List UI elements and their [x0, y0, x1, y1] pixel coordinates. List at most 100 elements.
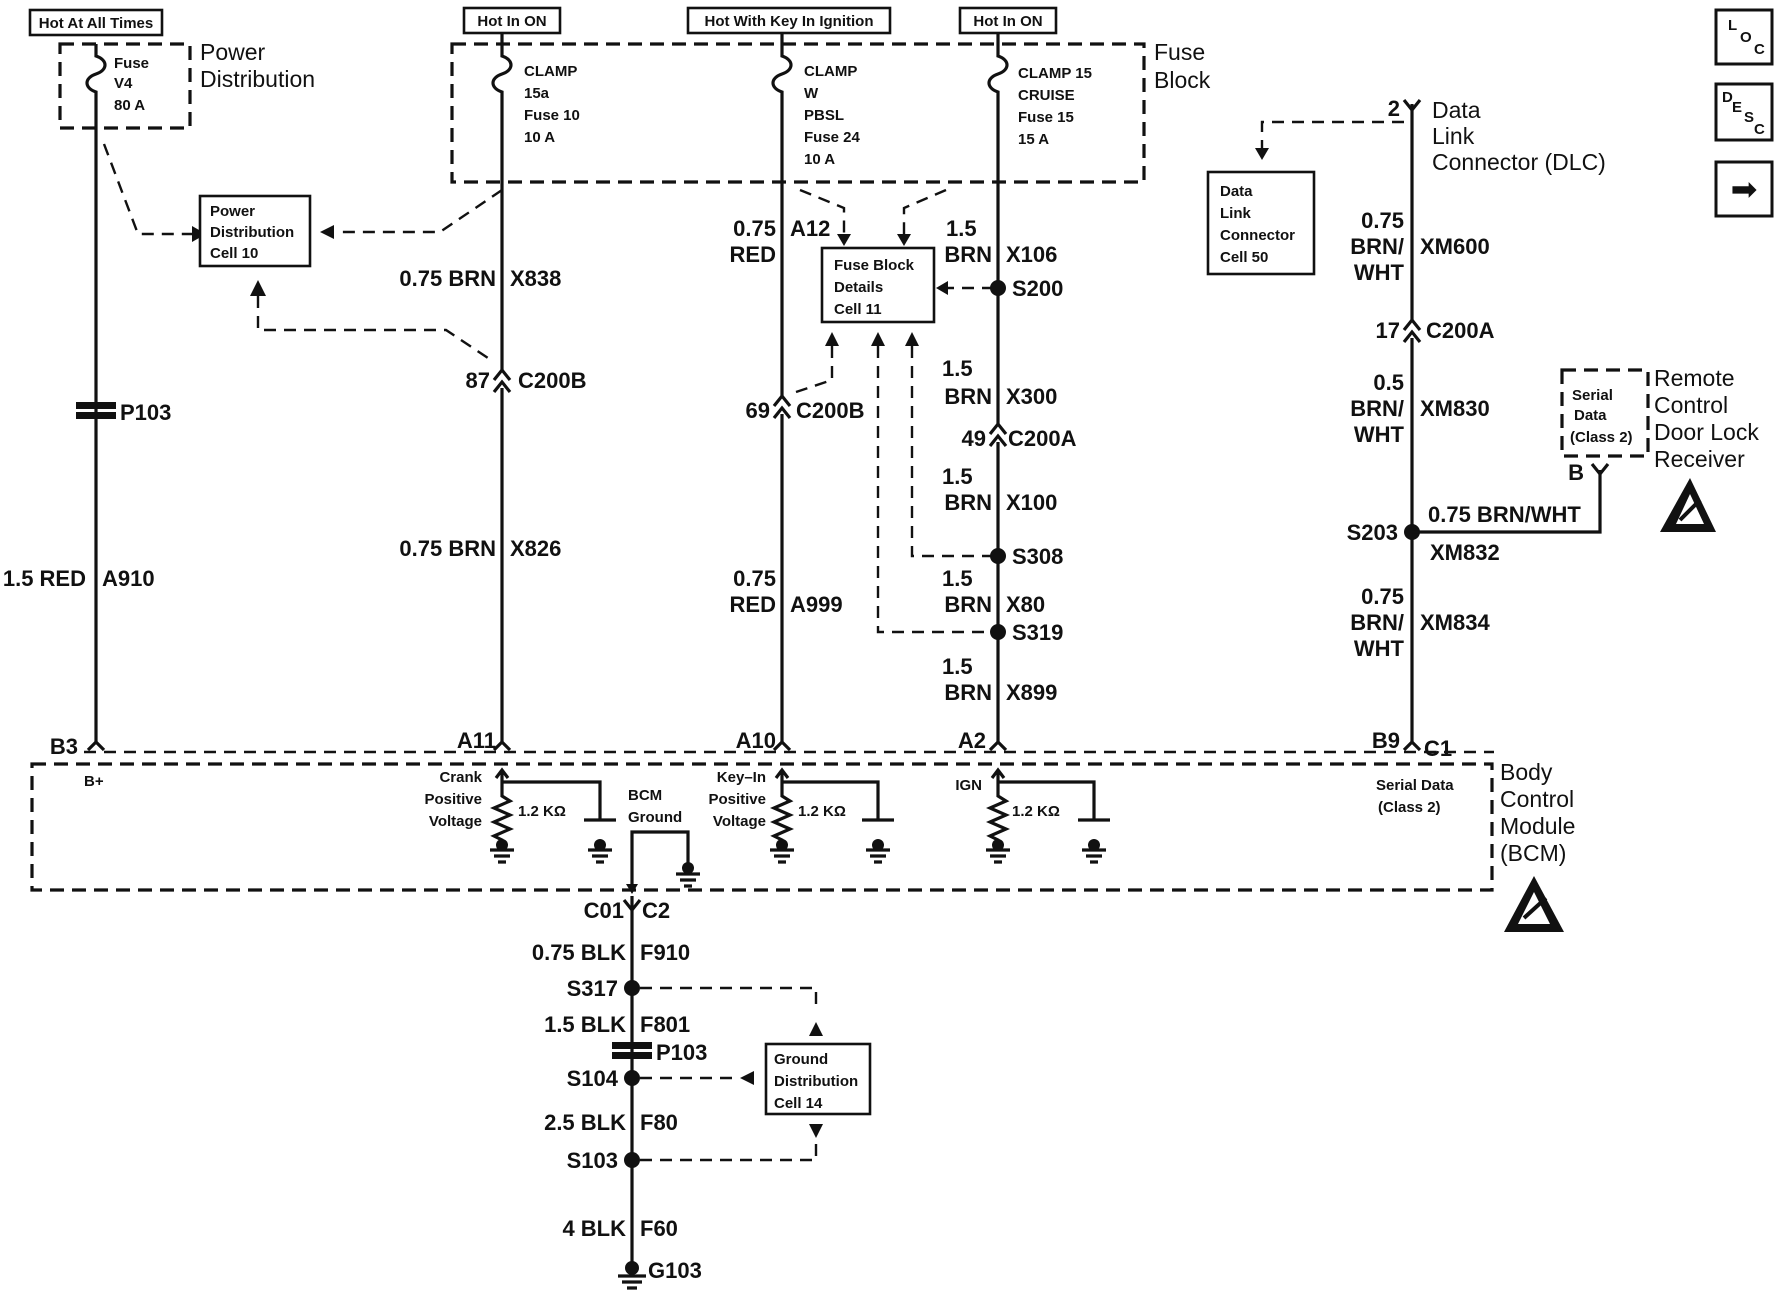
- ground-w4-circ: F60: [640, 1216, 678, 1241]
- next-arrow-icon: ➡: [1731, 171, 1758, 207]
- wire3-lower-circ: A999: [790, 592, 843, 617]
- rcdlr-title-2: Control: [1654, 392, 1728, 418]
- ground-w4: 4 BLK: [562, 1216, 626, 1241]
- dlc-conn-num: 17: [1376, 318, 1400, 343]
- dlc-cell50: Data Link Connector Cell 50: [1206, 170, 1316, 276]
- dash-s319-to-cell11: [876, 346, 994, 634]
- wire3-lower-size: 0.75: [733, 566, 776, 591]
- loc-button[interactable]: L O C: [1714, 8, 1774, 66]
- crank-input-circuit: [490, 767, 616, 864]
- wire4-s2-size: 1.5: [942, 356, 973, 381]
- wire-a12-a999: [771, 34, 793, 744]
- pin-a10-caret: [772, 739, 792, 752]
- bcm-title-2: Control: [1500, 786, 1574, 812]
- wire4-s1-circ: X106: [1006, 242, 1057, 267]
- ground-pin-c2: C2: [642, 898, 670, 923]
- fuse10-l4: 10 A: [524, 129, 555, 146]
- header-hot-with-key-text: Hot With Key In Ignition: [704, 13, 873, 30]
- wire3-lower-color: RED: [730, 592, 776, 617]
- wire2-conn-num: 87: [466, 368, 490, 393]
- header-hot-at-all-times-text: Hot At All Times: [39, 15, 153, 32]
- wire2-upper-circ: X838: [510, 266, 561, 291]
- cell50-l2: Link: [1220, 205, 1251, 222]
- wire2-lower-circ: X826: [510, 536, 561, 561]
- cell14-l2: Distribution: [774, 1073, 858, 1090]
- p103-label-1: P103: [120, 400, 171, 425]
- wire1-circuit: A910: [102, 566, 155, 591]
- c200b-connector-1: [492, 367, 512, 393]
- fuse-block-title-1: Fuse: [1154, 39, 1205, 65]
- ground-w1: 0.75 BLK: [532, 940, 626, 965]
- wire4-s2-color: BRN: [944, 384, 992, 409]
- dlc-conn: C200A: [1426, 318, 1495, 343]
- dlc-title-1: Data: [1432, 97, 1481, 123]
- ground-symbol-g103: [618, 1261, 646, 1290]
- p103-connector-1: [76, 402, 116, 419]
- ign-term: IGN: [955, 777, 982, 794]
- dlc-s3-circ: XM834: [1420, 610, 1490, 635]
- splice-s103: [624, 1152, 640, 1168]
- arrow-fb-cell10: [320, 225, 334, 239]
- fuse10-l2: 15a: [524, 85, 550, 102]
- fuse-v4-l2: V4: [114, 75, 133, 92]
- cell11-l2: Details: [834, 279, 883, 296]
- header-hot-in-on-2-text: Hot In ON: [973, 13, 1042, 30]
- wire3-pin: A10: [736, 728, 776, 753]
- rcdlr-title-1: Remote: [1654, 365, 1735, 391]
- dlc-pin-c1: C1: [1424, 736, 1452, 761]
- bcm-title-1: Body: [1500, 759, 1553, 785]
- desc-s: S: [1744, 109, 1754, 126]
- dlc-term-l1: Serial Data: [1376, 777, 1454, 794]
- ground-splice1: S317: [567, 976, 618, 1001]
- splice-s200: [990, 280, 1006, 296]
- pin-b3-caret: [86, 739, 106, 752]
- ign-res: 1.2 KΩ: [1012, 803, 1060, 820]
- crank-term-l2: Positive: [424, 791, 482, 808]
- cell50-l3: Connector: [1220, 227, 1295, 244]
- wire4-s3-color: BRN: [944, 490, 992, 515]
- splice-s319: [990, 624, 1006, 640]
- cell50-l4: Cell 50: [1220, 249, 1268, 266]
- loc-c: C: [1754, 41, 1765, 58]
- dlc-pin-symbol: [1402, 99, 1422, 113]
- dash-pd-to-cell10: [102, 143, 192, 236]
- header-hot-at-all-times: Hot At All Times: [28, 8, 164, 37]
- wire4-s5-size: 1.5: [942, 654, 973, 679]
- rcdlr-inner-l1: Serial: [1572, 387, 1613, 404]
- fuse24-l3: PBSL: [804, 107, 844, 124]
- dlc-splice: S203: [1347, 520, 1398, 545]
- dlc-s2-circ: XM830: [1420, 396, 1490, 421]
- cell50-l1: Data: [1220, 183, 1253, 200]
- desc-button[interactable]: D E S C: [1714, 82, 1774, 142]
- arrow-cell14-b: [740, 1071, 754, 1085]
- rcdlr-inner-l3: (Class 2): [1570, 429, 1633, 446]
- next-button[interactable]: ➡: [1714, 160, 1774, 218]
- p103-connector-2: [612, 1042, 652, 1059]
- ground-w3-circ: F80: [640, 1110, 678, 1135]
- ground-pin-symbol: [622, 899, 642, 913]
- power-distribution-title-1: Power: [200, 39, 266, 65]
- c200a-connector-2: [1402, 317, 1422, 343]
- wire4-splice1: S200: [1012, 276, 1063, 301]
- wire1-pin: B3: [50, 734, 78, 759]
- wire4-s1-color: BRN: [944, 242, 992, 267]
- wire2-upper: 0.75 BRN: [399, 266, 496, 291]
- keyin-res: 1.2 KΩ: [798, 803, 846, 820]
- dlc-s1-size: 0.75: [1361, 208, 1404, 233]
- cell11-l1: Fuse Block: [834, 257, 915, 274]
- loc-o: O: [1740, 29, 1752, 46]
- dash-fb-to-cell10: [340, 189, 503, 234]
- dlc-title-3: Connector (DLC): [1432, 149, 1606, 175]
- wire4-s3-size: 1.5: [942, 464, 973, 489]
- bcm-title-3: Module: [1500, 813, 1575, 839]
- fuse24-l4: Fuse 24: [804, 129, 861, 146]
- dash-fb-to-cell11-b: [902, 188, 947, 236]
- dlc-s1-color1: BRN/: [1350, 234, 1404, 259]
- dlc-s2-size: 0.5: [1373, 370, 1404, 395]
- dlc-s3-color2: WHT: [1354, 636, 1405, 661]
- pin-a11-caret: [492, 739, 512, 752]
- fuse-block-details-cell11: Fuse Block Details Cell 11: [820, 246, 936, 324]
- esd-warning-icon-2: [1504, 876, 1564, 932]
- wire1-term: B+: [84, 773, 104, 790]
